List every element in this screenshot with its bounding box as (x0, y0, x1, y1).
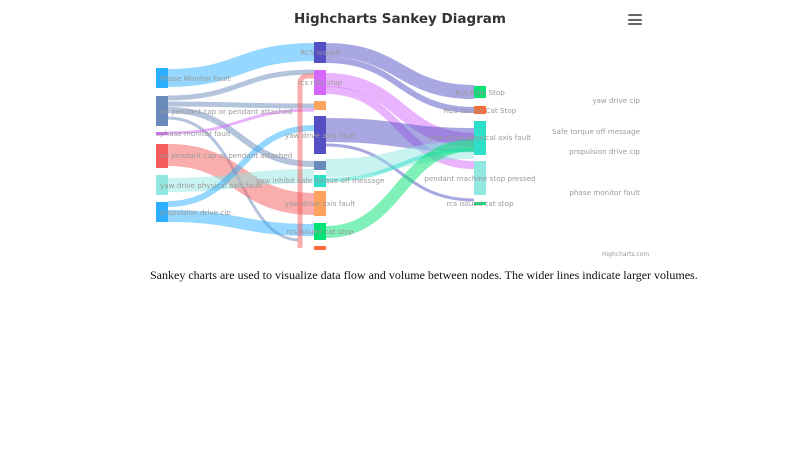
node-label: pendant machine stop pressed (424, 174, 535, 183)
node (156, 175, 168, 195)
labels-col1: RCS issued rcs ride stop yaw drive axis … (256, 48, 385, 236)
node (156, 96, 168, 126)
node-label: rcs issued cat stop (446, 199, 514, 208)
node-label: yaw inhibit safe torque off message (256, 176, 385, 185)
chart-title: Highcharts Sankey Diagram (294, 11, 506, 27)
node (156, 132, 168, 135)
node (314, 191, 326, 216)
node (474, 106, 486, 114)
link (167, 108, 315, 135)
node-label: yaw drive physical axis fault (160, 181, 262, 190)
node-label: yaw drive axis fault (285, 131, 355, 140)
node (314, 246, 326, 250)
node (314, 175, 326, 187)
sankey-chart: Highcharts Sankey Diagram (150, 0, 650, 262)
link (325, 118, 475, 152)
link (297, 73, 314, 248)
link (167, 169, 315, 192)
node (474, 202, 486, 205)
link (325, 143, 475, 202)
node-label: no pendant cap or pendant attached (160, 151, 292, 160)
links (167, 43, 315, 248)
node (314, 116, 326, 154)
nodes-col1 (314, 42, 326, 250)
node-label: no pendant cap or pendant attached (160, 107, 292, 116)
node (156, 144, 168, 168)
node-label: RCS issued Cat Stop (444, 106, 517, 115)
node (474, 121, 486, 155)
node (156, 202, 168, 222)
node (314, 223, 326, 240)
node (314, 42, 326, 63)
node-label: yaw drive axis fault (285, 199, 355, 208)
link (167, 43, 315, 87)
link (167, 69, 315, 101)
sankey-plot: Phase Monitor Fault no pendant cap or pe… (156, 42, 641, 250)
labels-col3: yaw drive cip Safe torque off message pr… (552, 96, 641, 197)
node-label: yaw drive cip (592, 96, 640, 105)
chart-description: Sankey charts are used to visualize data… (150, 268, 698, 282)
labels-col2: Rcs Ride Stop RCS issued Cat Stop yaw dr… (424, 88, 535, 208)
link (167, 125, 315, 207)
link (325, 139, 475, 238)
hamburger-menu-icon[interactable] (628, 14, 642, 28)
node-label: RCS issued (300, 48, 340, 57)
node-label: rcs issued cat stop (286, 227, 354, 236)
credits-link[interactable]: Highcharts.com (602, 251, 650, 258)
link (325, 57, 475, 113)
node-label: Phase Monitor Fault (160, 74, 231, 83)
node (474, 86, 486, 98)
node-label: propulsion drive cip (569, 147, 640, 156)
labels-col0: Phase Monitor Fault no pendant cap or pe… (156, 74, 292, 217)
link (325, 43, 475, 99)
node-label: Safe torque off message (552, 127, 641, 136)
link (167, 210, 315, 236)
node-label: rcs ride stop (298, 78, 343, 87)
nodes-col2 (474, 86, 486, 205)
node-label: phase monitor fault (569, 188, 640, 197)
nodes-col0 (156, 68, 168, 222)
node (314, 161, 326, 170)
node-label: cphase monitor fault (156, 129, 231, 138)
node-label: propulsion drive cip (160, 208, 231, 217)
node (474, 161, 486, 195)
node (156, 68, 168, 88)
node-label: Rcs Ride Stop (455, 88, 505, 97)
link (167, 101, 315, 109)
links (325, 43, 475, 238)
node (314, 101, 326, 110)
node (314, 70, 326, 95)
node-label: yaw drive physical axis fault (429, 133, 531, 142)
link (167, 107, 315, 167)
